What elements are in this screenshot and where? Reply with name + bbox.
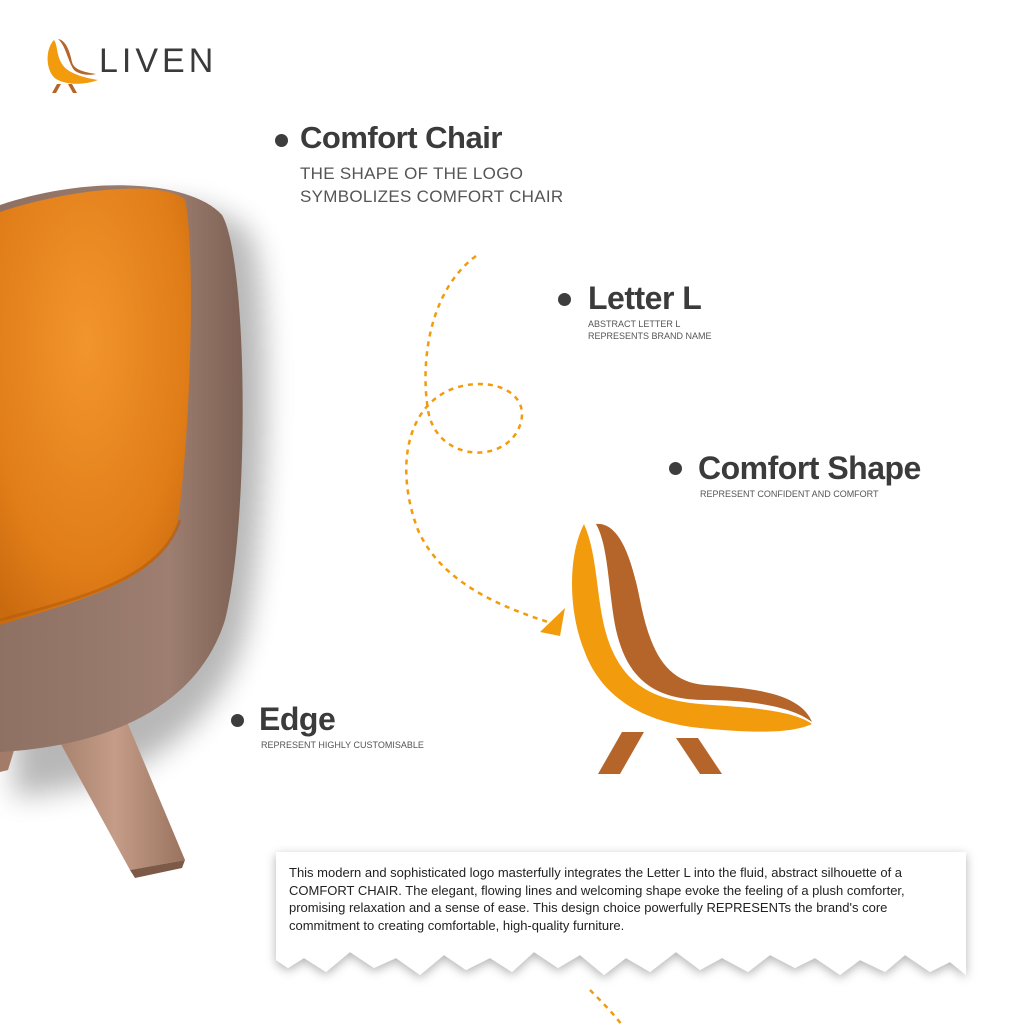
logo-leg-right	[676, 738, 722, 774]
edge-heading: Edge	[259, 701, 336, 737]
logo-leg-left	[598, 732, 644, 774]
logo-seat-front	[572, 524, 812, 732]
letter-l-heading: Letter L	[588, 280, 702, 316]
logo-shell-back	[596, 523, 812, 722]
comfort-chair-subtitle-2: SYMBOLIZES COMFORT CHAIR	[300, 187, 564, 206]
description-text: This modern and sophisticated logo maste…	[289, 865, 905, 933]
bullet-dot	[231, 714, 244, 727]
bullet-dot	[275, 134, 288, 147]
letter-l-subtitle-2: REPRESENTS BRAND NAME	[588, 331, 712, 341]
chair-leg-front	[45, 705, 185, 870]
bullet-dot	[558, 293, 571, 306]
bullet-dot	[669, 462, 682, 475]
description-box: This modern and sophisticated logo maste…	[276, 852, 966, 980]
comfort-shape-heading: Comfort Shape	[698, 450, 921, 486]
brand-name: LIVEN	[99, 42, 218, 80]
comfort-chair-subtitle-1: THE SHAPE OF THE LOGO	[300, 164, 524, 183]
comfort-chair-heading: Comfort Chair	[300, 120, 502, 155]
edge-subtitle: REPRESENT HIGHLY CUSTOMISABLE	[261, 740, 424, 750]
letter-l-subtitle-1: ABSTRACT LETTER L	[588, 319, 681, 329]
comfort-shape-subtitle: REPRESENT CONFIDENT AND COMFORT	[700, 489, 879, 499]
